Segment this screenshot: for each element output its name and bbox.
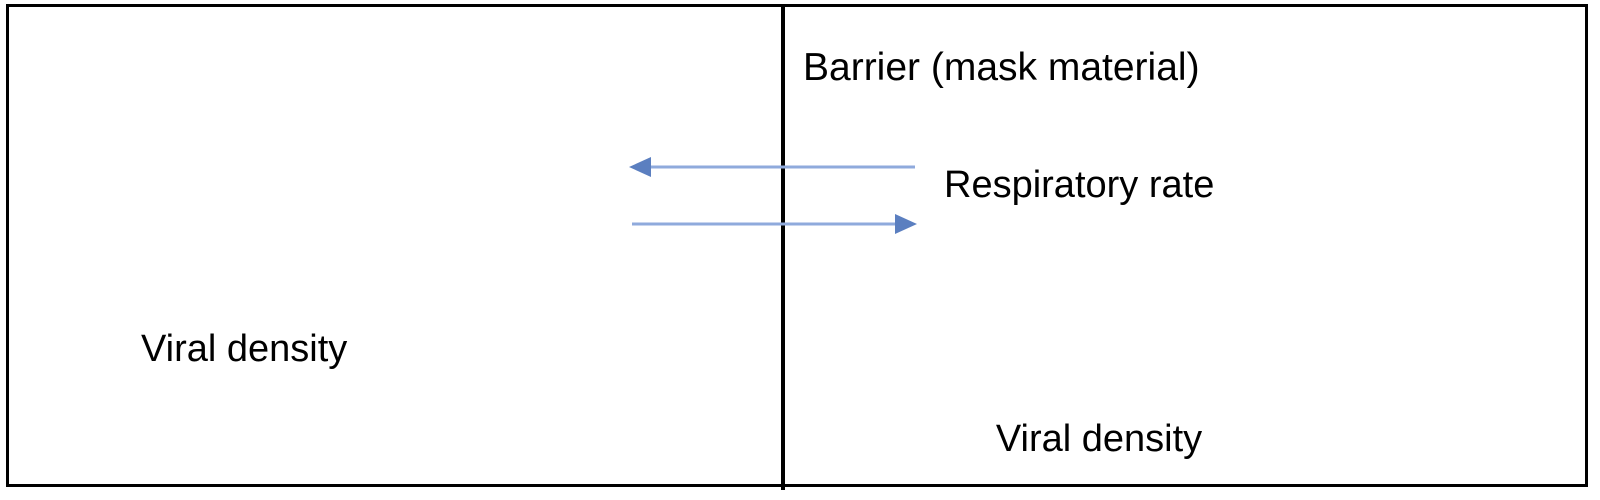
respiratory-rate-label: Respiratory rate (944, 164, 1215, 206)
barrier-label: Barrier (mask material) (803, 46, 1200, 89)
viral-density-right-label: Viral density (starting at zero) (944, 327, 1254, 500)
barrier-divider-line (781, 4, 785, 490)
viral-density-left-label: Viral density (141, 328, 348, 370)
viral-density-right-line1: Viral density (995, 417, 1203, 460)
diagram-frame (6, 4, 1588, 487)
